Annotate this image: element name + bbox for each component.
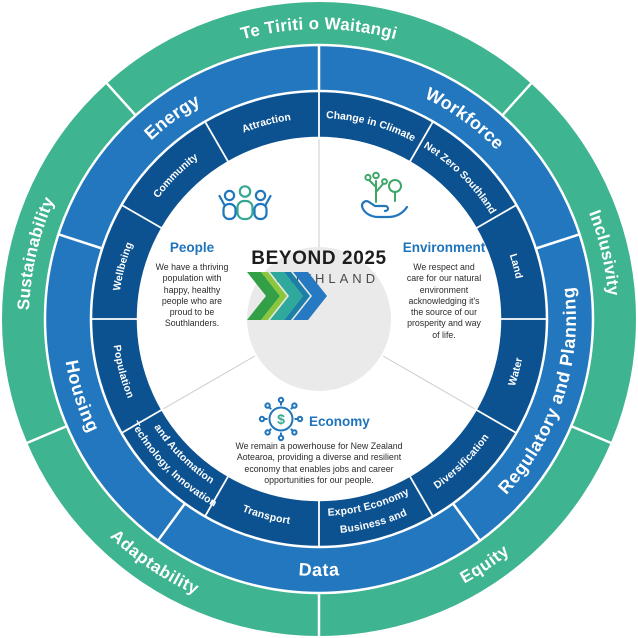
ring-boundaries — [43, 43, 595, 595]
economy-title: Economy — [309, 414, 370, 429]
inner-ring-dividers — [91, 91, 547, 547]
dollar-symbol: $ — [277, 411, 285, 427]
people-description: We have a thriving population with happy… — [155, 262, 229, 329]
chevrons-logo-icon — [247, 272, 327, 320]
logo-title: BEYOND 2025 — [251, 248, 387, 269]
environment-description: We respect and care for our natural envi… — [406, 262, 482, 340]
sector-divider-lines — [162, 139, 476, 410]
people-title: People — [169, 240, 215, 255]
middle-ring-dividers — [58, 45, 580, 542]
economy-description: We remain a powerhouse for New Zealand A… — [235, 441, 403, 485]
people-icon — [218, 185, 272, 221]
economy-dollar-network-icon: $ — [258, 396, 304, 442]
environment-title: Environment — [402, 240, 486, 255]
middle-ring-label-data: Data — [298, 559, 340, 580]
environment-hand-plant-icon — [360, 171, 409, 219]
outer-ring-dividers — [26, 82, 612, 636]
center-logo: BEYOND 2025 SOUTHLAND — [247, 247, 391, 391]
